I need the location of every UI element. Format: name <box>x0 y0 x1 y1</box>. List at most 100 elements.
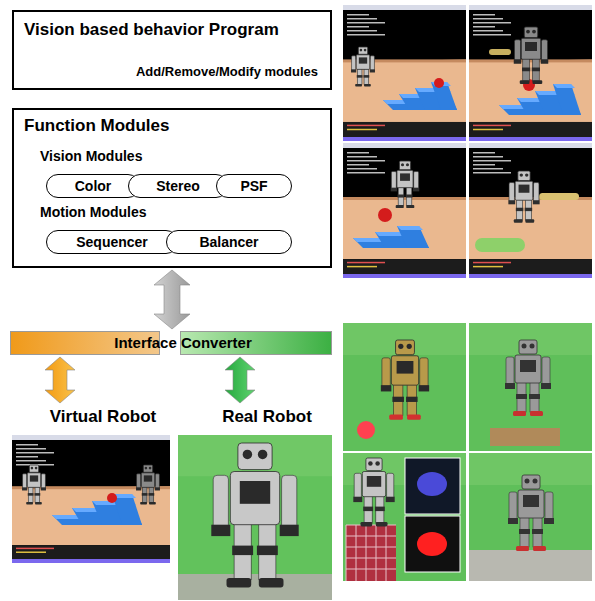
robot-foot <box>376 522 388 527</box>
robot-hand <box>211 525 230 536</box>
robot-torso <box>27 473 41 488</box>
status-text-line <box>347 266 377 268</box>
status-text-line <box>347 168 377 170</box>
robot-eye <box>406 163 409 166</box>
status-bar <box>469 137 592 141</box>
robot-torso <box>518 490 544 518</box>
robot-knee <box>357 75 363 78</box>
robot-knee <box>398 194 405 197</box>
status-text-line <box>473 262 511 264</box>
robot-arm <box>542 40 548 61</box>
status-text-line <box>347 152 369 154</box>
robot-eye <box>533 479 538 484</box>
robot-knee <box>232 546 253 556</box>
module-pill: Sequencer <box>46 230 178 254</box>
robot-eye <box>525 173 528 176</box>
robot-chest <box>144 475 152 481</box>
robot-chest <box>359 57 367 63</box>
robot-eye <box>364 49 367 52</box>
robot-foot <box>259 578 284 588</box>
node-sublabel: Add/Remove/Modify modules <box>136 65 318 80</box>
robot-hand <box>508 518 518 524</box>
window-titlebar <box>469 143 592 148</box>
status-text-line <box>473 125 511 127</box>
robot-leg <box>376 496 384 523</box>
robot-knee <box>364 75 370 78</box>
robot-foot <box>520 80 530 84</box>
robot-leg <box>523 59 530 82</box>
robot-arm <box>137 474 141 489</box>
robot-head <box>519 340 537 354</box>
robot-leg <box>406 187 412 206</box>
status-text-line <box>16 548 54 550</box>
screen-background <box>12 435 170 563</box>
robot-chest <box>525 42 537 51</box>
status-text-line <box>347 30 377 32</box>
robot-torso <box>362 472 385 497</box>
robot-photos <box>343 323 592 581</box>
status-text-line <box>473 266 503 268</box>
robot-arm <box>515 40 521 61</box>
photo-background <box>343 453 466 581</box>
robot-arm <box>391 172 396 189</box>
robot-foot <box>396 205 404 208</box>
robot-head <box>366 458 382 471</box>
red-ball <box>378 208 392 222</box>
robot-head <box>238 443 272 470</box>
module-pill: Stereo <box>128 174 228 198</box>
status-bar <box>343 274 466 278</box>
robot-hand <box>370 69 375 72</box>
simulator-screenshots <box>343 5 592 278</box>
robot-torso <box>141 473 155 488</box>
yellow-cylinder <box>539 193 579 200</box>
robot-foot <box>406 205 414 208</box>
robot-eye <box>530 344 535 349</box>
robot-hand <box>514 59 522 64</box>
robot-head <box>522 475 540 489</box>
status-text-line <box>16 460 46 462</box>
window-titlebar <box>12 435 170 440</box>
robot-hand <box>381 385 392 391</box>
module-box: Function ModulesVision ModulesMotion Mod… <box>12 108 332 268</box>
robot-head <box>143 465 152 472</box>
robot-eye <box>401 163 404 166</box>
robot-head <box>29 465 38 472</box>
robot-arm <box>414 172 419 189</box>
robot-torso <box>397 170 413 187</box>
green-cylinder <box>475 238 525 252</box>
check-line <box>356 525 357 581</box>
wooden-block <box>490 428 560 446</box>
robot-eye <box>525 479 530 484</box>
camera-inset <box>405 458 460 514</box>
status-text-line <box>347 34 385 36</box>
robot-leg <box>364 496 372 523</box>
robot-leg <box>533 517 542 547</box>
status-text-line <box>347 14 369 16</box>
status-text-line <box>473 156 503 158</box>
robot-eye <box>407 344 412 349</box>
robot-eye <box>31 467 34 470</box>
robot-leg <box>142 487 147 503</box>
robot-knee <box>28 493 34 496</box>
robot-hand <box>351 69 356 72</box>
robot-foot <box>140 502 147 505</box>
robot-arm <box>213 475 228 528</box>
status-panel <box>469 122 592 141</box>
node-sublabel: Motion Modules <box>40 204 147 220</box>
robot-arm <box>354 473 361 498</box>
robot-arm <box>155 474 159 489</box>
robot-foot <box>533 546 546 551</box>
screen-background <box>343 143 466 278</box>
module-pill: PSF <box>216 174 292 198</box>
robot-torso <box>515 355 541 383</box>
robot-foot <box>355 84 362 87</box>
robot-eye <box>532 30 536 34</box>
robot-leg <box>520 517 529 547</box>
robot-hand <box>508 200 515 204</box>
status-bar <box>12 559 170 563</box>
robot-hand <box>136 487 141 490</box>
robot-arm <box>370 56 374 71</box>
stair-top <box>553 84 575 88</box>
robot-leg <box>149 487 154 503</box>
robot-arm <box>545 492 553 520</box>
